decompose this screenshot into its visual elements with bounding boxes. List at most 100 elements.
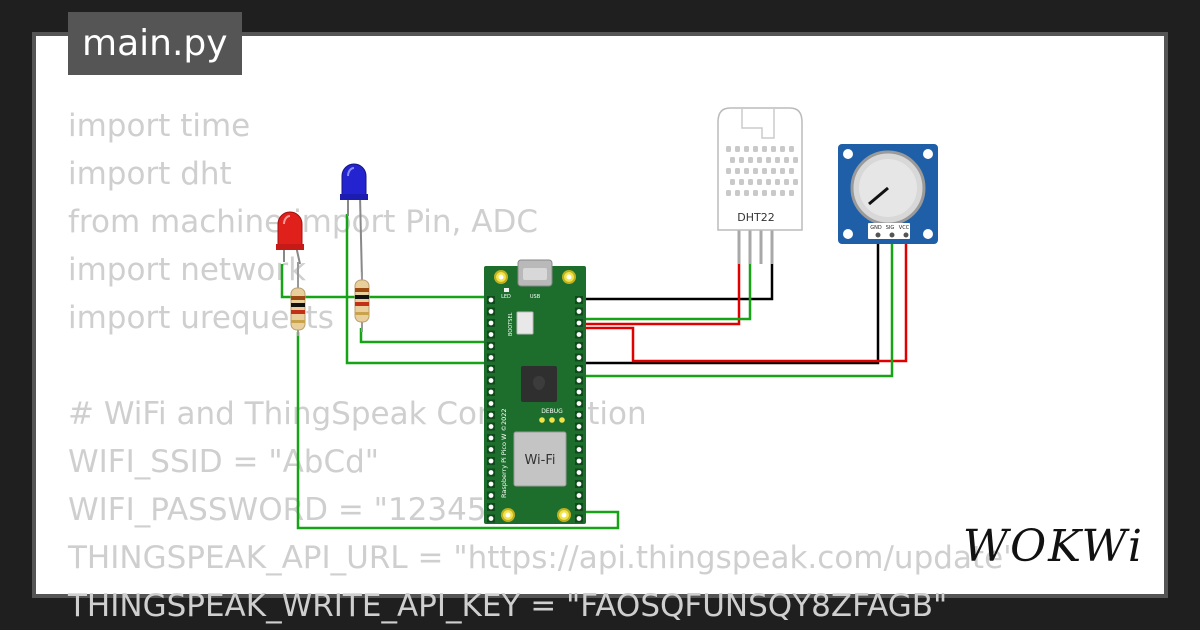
pico-pin-hole [488, 424, 494, 429]
pico-pin-hole [488, 297, 494, 303]
wokwi-logo[interactable]: WOKWi [962, 521, 1144, 572]
grille-slot [771, 168, 776, 174]
wire-pot-vcc [573, 236, 908, 363]
grille-slot [748, 157, 753, 163]
pico-pin-hole [576, 401, 582, 406]
red-led[interactable] [276, 211, 304, 265]
pico-pin-hole [488, 320, 494, 326]
code-line: import network [68, 252, 307, 288]
wifi-label: Wi-Fi [524, 453, 555, 468]
dht22-sensor[interactable]: DHT22 [717, 107, 803, 264]
grille-slot [771, 146, 776, 152]
pico-pin-hole [488, 435, 494, 441]
grille-slot [780, 146, 785, 152]
pico-pin-hole [488, 458, 494, 464]
pico-pin-hole [576, 378, 582, 383]
grille-slot [762, 146, 767, 152]
pico-pin-hole [488, 332, 494, 337]
grille-slot [789, 168, 794, 174]
wire-red-resistor-to-pico [296, 332, 620, 530]
resistor-blue-led[interactable] [354, 272, 370, 332]
code-line: import dht [68, 156, 232, 192]
grille-slot [784, 179, 789, 185]
pico-w-board[interactable]: LED USB BOOTSEL DEBUG Wi-Fi Raspberry Pi… [484, 259, 586, 524]
code-line: WIFI_SSID = "AbCd" [68, 444, 380, 480]
pico-pin-hole [576, 493, 582, 498]
grille-slot [753, 146, 758, 152]
bootsel-button [516, 311, 534, 335]
pico-pin-hole [488, 447, 494, 452]
pico-pin-hole [576, 412, 582, 418]
pico-pin-hole [576, 447, 582, 452]
pico-pin-hole [576, 424, 582, 429]
pin-header-left [487, 296, 495, 523]
pico-pin-hole [576, 389, 582, 395]
pot-pin-sig-label: SIG [886, 225, 895, 231]
pico-pin-hole [488, 504, 494, 510]
pico-pin-hole [488, 470, 494, 475]
grille-slot [748, 179, 753, 185]
board-text: Raspberry Pi Pico W ©2022 [500, 408, 508, 498]
code-line: THINGSPEAK_API_URL = "https://api.things… [68, 540, 1018, 576]
pico-pin-hole [576, 435, 582, 441]
potentiometer[interactable]: GND SIG VCC [838, 144, 938, 244]
pico-pin-hole [488, 355, 494, 360]
grille-slot [726, 190, 731, 196]
grille-slot [793, 179, 798, 185]
usb-label: USB [530, 294, 541, 300]
pico-pin-hole [488, 481, 494, 487]
wire-dht-vcc [573, 262, 741, 326]
grille-slot [730, 179, 735, 185]
file-tab[interactable]: main.py [68, 12, 242, 75]
pico-pin-hole [576, 309, 582, 314]
pico-pin-hole [576, 297, 582, 303]
pico-pin-hole [576, 481, 582, 487]
pico-pin-hole [488, 412, 494, 418]
wire-dht-data [573, 262, 752, 321]
circuit-diagram[interactable]: LED USB BOOTSEL DEBUG Wi-Fi Raspberry Pi… [36, 36, 1164, 594]
grille-slot [789, 190, 794, 196]
grille-slot [726, 146, 731, 152]
grille-slot [744, 146, 749, 152]
grille-slot [753, 190, 758, 196]
blue-led[interactable] [340, 163, 368, 281]
grille-slot [762, 190, 767, 196]
pico-pin-hole [576, 516, 582, 521]
grille-slot [739, 179, 744, 185]
grille-slot [735, 190, 740, 196]
grille-slot [789, 146, 794, 152]
dht22-grille [726, 146, 798, 196]
resistor-red-led[interactable] [290, 262, 306, 336]
pico-pin-hole [576, 320, 582, 326]
wire-red-led-to-pico [280, 264, 491, 299]
dht22-label: DHT22 [737, 211, 774, 224]
grille-slot [735, 168, 740, 174]
pico-pin-hole [576, 332, 582, 337]
wifi-module [513, 431, 567, 487]
grille-slot [739, 157, 744, 163]
pico-pin-hole [576, 470, 582, 475]
pico-pin-hole [488, 493, 494, 498]
pico-pin-hole [488, 378, 494, 383]
onboard-led [504, 288, 509, 292]
grille-slot [726, 168, 731, 174]
grille-slot [744, 190, 749, 196]
wire-blue-led-to-pico [345, 214, 491, 365]
code-line: from machine import Pin, ADC [68, 204, 538, 240]
grille-slot [775, 179, 780, 185]
grille-slot [784, 157, 789, 163]
code-line: THINGSPEAK_WRITE_API_KEY = "FAOSQFUNSQY8… [68, 588, 948, 624]
pico-pin-hole [576, 366, 582, 372]
grille-slot [753, 168, 758, 174]
grille-slot [762, 168, 767, 174]
grille-slot [744, 168, 749, 174]
debug-label: DEBUG [541, 408, 563, 415]
pin-header-right [575, 296, 583, 523]
grille-slot [775, 157, 780, 163]
grille-slot [735, 146, 740, 152]
pico-pin-hole [576, 343, 582, 349]
pico-pin-hole [488, 343, 494, 349]
wire-pot-gnd [573, 236, 880, 365]
pico-pin-hole [488, 389, 494, 395]
